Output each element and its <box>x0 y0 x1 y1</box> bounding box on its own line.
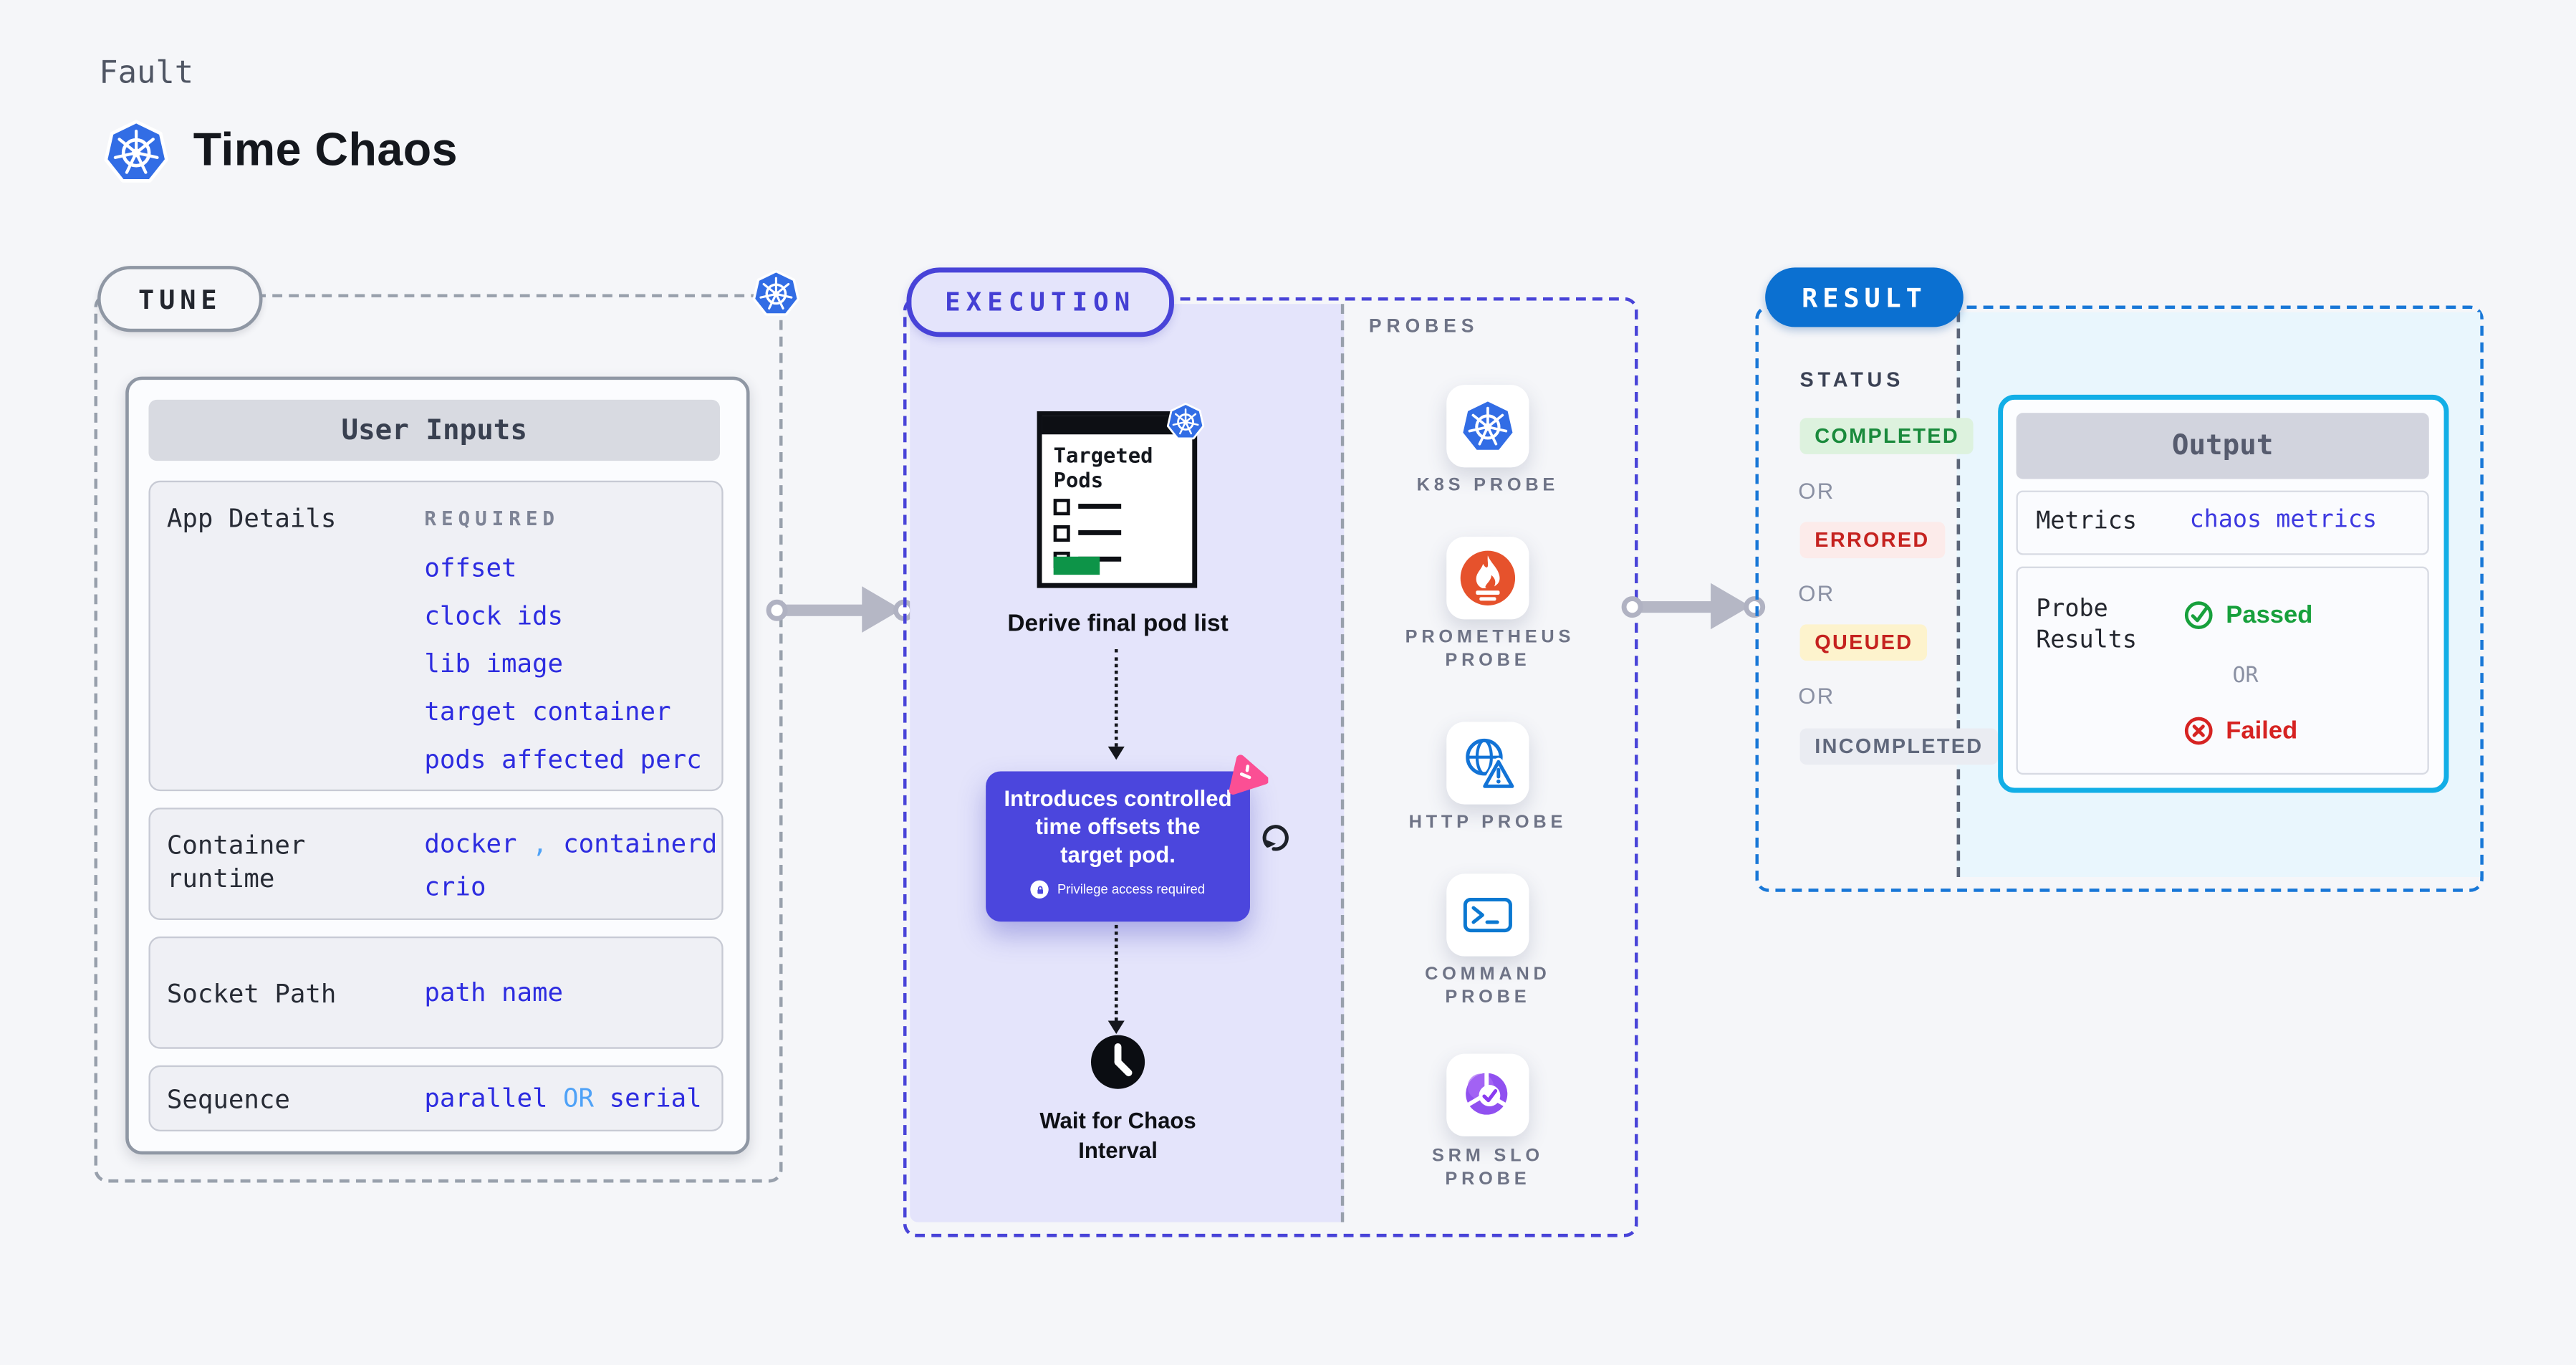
check-circle-icon <box>2184 601 2213 629</box>
terminal-icon <box>1463 897 1512 933</box>
metrics-row: Metrics chaos metrics <box>2016 490 2429 555</box>
value-serial: serial <box>609 1083 702 1113</box>
value-lib-image: lib image <box>424 648 564 679</box>
litmus-chaos-icon <box>1229 755 1269 795</box>
metrics-label: Metrics <box>2036 508 2138 535</box>
status-badge-incompleted: INCOMPLETED <box>1799 728 1999 765</box>
pod-checklist-item <box>1053 524 1122 542</box>
value-containerd: containerd <box>563 829 718 859</box>
or-separator: OR <box>1798 479 1835 504</box>
probe-name: SRM SLO PROBE <box>1431 1146 1544 1189</box>
probe-results-row: Probe Results Passed OR Failed <box>2016 566 2429 775</box>
kubernetes-icon <box>1166 403 1205 440</box>
slo-pie-icon <box>1465 1071 1508 1115</box>
value-clock-ids: clock ids <box>424 601 564 631</box>
probe-name: HTTP PROBE <box>1408 813 1567 833</box>
socket-path-row: Socket Path path name <box>148 936 724 1049</box>
failed-label: Failed <box>2226 717 2298 745</box>
sequence-label: Sequence <box>166 1085 290 1115</box>
probe-card-k8s <box>1446 385 1529 468</box>
socket-path-label: Socket Path <box>166 979 337 1010</box>
status-label: STATUS <box>1799 368 1905 392</box>
passed-label: Passed <box>2226 601 2313 630</box>
flow-dotted-line <box>1114 924 1118 1021</box>
container-runtime-label: Container runtime <box>166 830 306 894</box>
output-title: Output <box>2016 413 2429 479</box>
value-separator: , <box>532 829 548 859</box>
page-title: Time Chaos <box>193 123 458 176</box>
probe-card-http <box>1446 722 1529 805</box>
or-separator: OR <box>2232 664 2259 689</box>
value-pods-affected-perc: pods affected perc <box>424 744 702 775</box>
probe-card-srm-slo <box>1446 1053 1529 1136</box>
user-inputs-card: User Inputs App Details REQUIRED offset … <box>125 376 750 1155</box>
privilege-note-text: Privilege access required <box>1057 881 1206 897</box>
prometheus-icon <box>1460 550 1516 605</box>
output-card: Output Metrics chaos metrics Probe Resul… <box>1998 394 2449 793</box>
list-line <box>1078 530 1122 535</box>
privilege-note: Privilege access required <box>986 880 1250 899</box>
sequence-row: Sequence parallel OR serial <box>148 1065 724 1131</box>
tooltip-text: Introduces controlled time offsets the t… <box>1004 786 1232 868</box>
value-offset: offset <box>424 553 517 583</box>
status-badge-queued: QUEUED <box>1799 624 1928 661</box>
targeted-pods-title: Targeted Pods <box>1053 442 1153 492</box>
probes-label: PROBES <box>1368 317 1479 337</box>
app-details-row: App Details REQUIRED offset clock ids li… <box>148 480 724 792</box>
arrow-down-icon <box>1107 1020 1125 1034</box>
checkbox-icon <box>1053 497 1070 515</box>
probe-name: K8S PROBE <box>1416 475 1559 496</box>
value-docker: docker <box>424 829 517 859</box>
result-badge: RESULT <box>1765 267 1964 327</box>
container-runtime-values-line1: docker , containerd <box>424 823 717 866</box>
or-separator: OR <box>1798 581 1835 606</box>
kubernetes-icon <box>752 269 800 316</box>
app-details-label: App Details <box>166 504 337 534</box>
sequence-or: OR <box>563 1083 595 1113</box>
sequence-values: parallel OR serial <box>424 1076 701 1124</box>
execution-badge: EXECUTION <box>906 267 1174 337</box>
pod-checklist-item <box>1053 497 1122 515</box>
tune-badge: TUNE <box>97 266 263 332</box>
probe-name: COMMAND PROBE <box>1425 964 1551 1008</box>
targeted-pods-widget: Targeted Pods <box>1037 411 1198 588</box>
chaos-description-tooltip: Introduces controlled time offsets the t… <box>986 771 1250 922</box>
probe-card-prometheus <box>1446 537 1529 620</box>
probe-results-label: Probe Results <box>2036 596 2138 654</box>
fault-eyebrow: Fault <box>99 54 194 91</box>
x-circle-icon <box>2184 717 2213 745</box>
container-runtime-row: Container runtime docker , containerd cr… <box>148 808 724 920</box>
value-parallel: parallel <box>424 1083 548 1113</box>
checkbox-icon <box>1053 524 1070 541</box>
tune-section <box>94 294 783 1183</box>
value-crio: crio <box>424 872 486 902</box>
flow-dotted-line <box>1114 648 1118 747</box>
lock-icon <box>1031 880 1049 899</box>
arrow-down-icon <box>1107 746 1125 760</box>
kubernetes-icon <box>1458 396 1517 456</box>
list-line <box>1078 504 1122 509</box>
user-inputs-title: User Inputs <box>148 399 721 461</box>
http-globe-icon <box>1466 738 1517 791</box>
status-badge-errored: ERRORED <box>1799 522 1945 559</box>
refresh-icon <box>1262 825 1289 851</box>
required-tag: REQUIRED <box>424 507 559 530</box>
list-line <box>1078 557 1122 562</box>
status-badge-completed: COMPLETED <box>1799 418 1974 454</box>
derive-pod-list-label: Derive final pod list <box>1007 610 1229 638</box>
green-progress-bar <box>1053 556 1100 575</box>
or-separator: OR <box>1798 684 1835 709</box>
value-path-name: path name <box>424 977 564 1008</box>
kubernetes-icon <box>102 118 170 188</box>
wait-for-chaos-label: Wait for Chaos Interval <box>1039 1108 1196 1163</box>
probe-name: PROMETHEUS PROBE <box>1405 627 1575 671</box>
clock-icon <box>1090 1035 1145 1089</box>
metrics-value: chaos metrics <box>2189 507 2378 534</box>
probe-card-command <box>1446 873 1529 957</box>
value-target-container: target container <box>424 696 671 727</box>
app-details-values: offset clock ids lib image target contai… <box>424 545 701 785</box>
